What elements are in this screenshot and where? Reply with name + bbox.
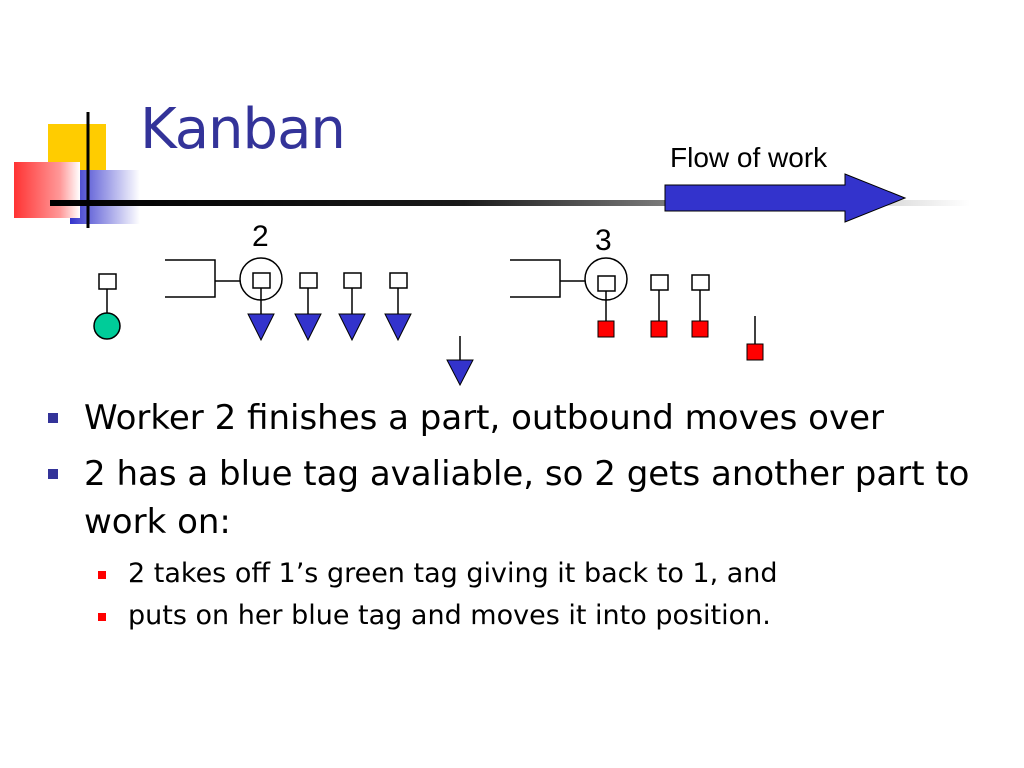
bullet-list: Worker 2 finishes a part, outbound moves… (46, 394, 1006, 636)
part-square (389, 272, 408, 289)
sub-bullet-square-icon (98, 571, 106, 579)
station-3-label: 3 (595, 224, 612, 257)
red-tag (597, 320, 615, 338)
blue-tag (247, 313, 275, 342)
part-square (691, 274, 710, 291)
kanban-diagram (93, 173, 907, 387)
title-rule (50, 200, 970, 206)
part-square (650, 274, 669, 291)
free-blue-tag (446, 359, 474, 387)
station-2-label: 2 (252, 220, 269, 253)
bullet-item: Worker 2 finishes a part, outbound moves… (46, 394, 1006, 442)
part-square (597, 275, 616, 292)
green-tag (93, 312, 121, 340)
sub-bullet-square-icon (98, 613, 106, 621)
workstation-2-bench (165, 259, 216, 298)
sub-bullet-text: 2 takes off 1’s green tag giving it back… (128, 558, 778, 589)
slide-title: Kanban (140, 97, 346, 162)
red-tag (691, 320, 709, 338)
sub-bullet-item: 2 takes off 1’s green tag giving it back… (46, 554, 1006, 594)
blue-tag (338, 313, 366, 342)
workstation-3-bench (510, 259, 561, 298)
sub-bullet-text: puts on her blue tag and moves it into p… (128, 600, 771, 631)
bullet-item: 2 has a blue tag avaliable, so 2 gets an… (46, 450, 1006, 546)
part-square (252, 272, 271, 289)
bullet-square-icon (48, 413, 58, 423)
bullet-square-icon (48, 469, 58, 479)
blue-tag (294, 313, 322, 342)
blue-square (70, 170, 140, 224)
bullet-text: 2 has a blue tag avaliable, so 2 gets an… (84, 454, 970, 542)
flow-of-work-label: Flow of work (670, 142, 828, 173)
free-red-tag (746, 343, 764, 361)
bullet-text: Worker 2 finishes a part, outbound moves… (84, 398, 884, 438)
red-tag (650, 320, 668, 338)
blue-tag (384, 313, 412, 342)
sub-bullet-item: puts on her blue tag and moves it into p… (46, 596, 1006, 636)
part-square (98, 273, 117, 290)
flow-arrow (664, 173, 907, 223)
corner-decoration (14, 112, 140, 228)
red-square (14, 162, 80, 218)
part-square (343, 272, 362, 289)
part-square (299, 272, 318, 289)
